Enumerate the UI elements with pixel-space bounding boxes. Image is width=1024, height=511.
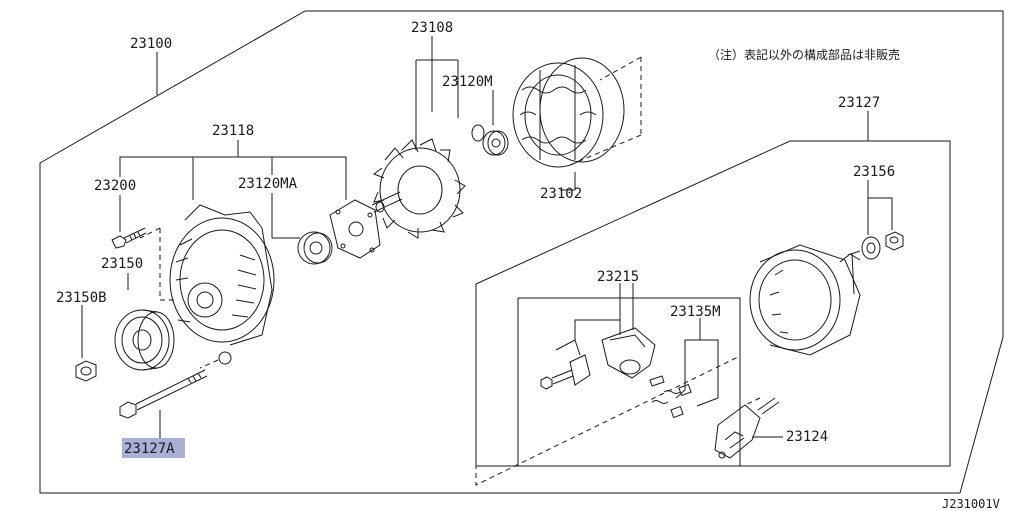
through-bolt-23127A[interactable] xyxy=(119,351,232,419)
not-sold-note: （注）表記以外の構成部品は非販売 xyxy=(708,48,901,62)
spacer-ring[interactable] xyxy=(471,124,485,142)
nut-washer-23156[interactable] xyxy=(861,231,904,260)
regulator-23215[interactable] xyxy=(540,327,656,390)
rear-cover-23127[interactable] xyxy=(749,244,861,356)
bearing-23120M[interactable] xyxy=(482,130,509,156)
label-23215[interactable]: 23215 xyxy=(597,269,640,285)
label-23127A[interactable]: 23127A xyxy=(124,441,175,457)
diagram-code: J231001V xyxy=(942,497,1000,511)
retainer-plate[interactable] xyxy=(329,199,381,259)
bearing-23120MA[interactable] xyxy=(297,231,333,265)
stator-23102[interactable] xyxy=(512,57,625,168)
label-23102[interactable]: 23102 xyxy=(540,186,583,202)
highlight-23127A xyxy=(122,438,185,458)
label-23108[interactable]: 23108 xyxy=(411,20,454,36)
outer-assembly-frame xyxy=(39,10,1004,494)
pulley-23150[interactable] xyxy=(114,309,175,371)
label-23127[interactable]: 23127 xyxy=(838,95,881,111)
brush-set-23135M[interactable] xyxy=(649,375,692,419)
label-23120M[interactable]: 23120M xyxy=(442,74,493,90)
rotor-23108[interactable] xyxy=(371,138,466,239)
label-23124[interactable]: 23124 xyxy=(786,429,829,445)
front-housing-23118[interactable] xyxy=(169,204,275,346)
rear-cover-frame xyxy=(475,140,951,467)
label-23100[interactable]: 23100 xyxy=(130,36,173,52)
rectifier-23124[interactable] xyxy=(714,397,780,459)
brush-holder-frame xyxy=(518,297,741,466)
label-23120MA[interactable]: 23120MA xyxy=(238,176,298,192)
label-23200[interactable]: 23200 xyxy=(94,178,137,194)
label-23135M[interactable]: 23135M xyxy=(670,304,721,320)
label-23150B[interactable]: 23150B xyxy=(56,290,107,306)
label-23118[interactable]: 23118 xyxy=(212,123,255,139)
bolt-23200[interactable] xyxy=(111,227,147,249)
label-23156[interactable]: 23156 xyxy=(853,164,896,180)
nut-23150B[interactable] xyxy=(75,360,97,382)
label-23150[interactable]: 23150 xyxy=(101,256,144,272)
